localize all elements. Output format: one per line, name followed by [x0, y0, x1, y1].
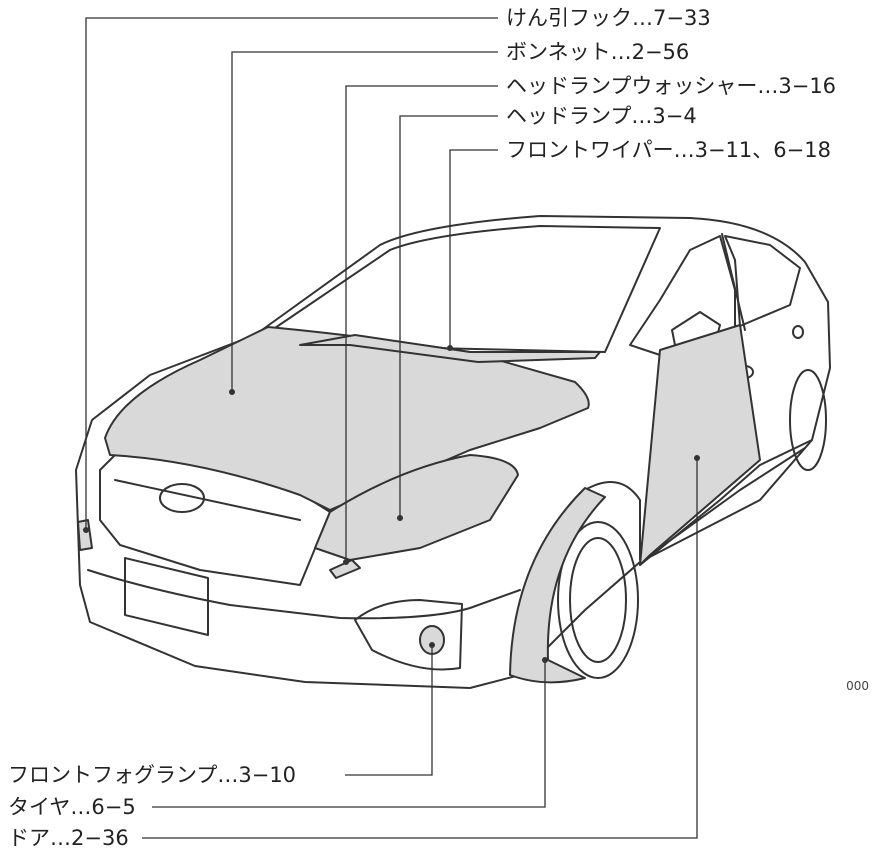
- side-window-rear: [724, 235, 801, 327]
- leader-headlamp-washer: [345, 85, 498, 562]
- windshield: [271, 225, 661, 353]
- car-body-outline: [75, 215, 831, 689]
- callout-tow-hook: けん引フック…7−33: [506, 6, 711, 30]
- towhook-shape: [77, 519, 93, 551]
- leader-tire: [152, 660, 546, 808]
- door-shape: [639, 324, 761, 566]
- wiper-shape: [299, 334, 601, 363]
- callout-headlamp-washer: ヘッドランプウォッシャー…3−16: [506, 74, 837, 98]
- leader-tow-hook: [85, 17, 498, 530]
- headlamp-shape: [314, 454, 519, 561]
- leader-headlamp: [399, 115, 498, 518]
- fog-lamp-housing: [354, 599, 463, 671]
- front-bumper: [87, 569, 521, 620]
- tire-shape: [509, 487, 606, 684]
- leader-door: [142, 458, 698, 839]
- figure-code: 000: [846, 679, 869, 693]
- leader-front-wiper: [449, 149, 498, 348]
- callout-tire: タイヤ…6−5: [8, 795, 136, 819]
- leader-fog-lamp: [345, 645, 433, 776]
- leader-bonnet: [231, 51, 498, 392]
- callout-front-wiper: フロントワイパー…3−11、6−18: [506, 138, 831, 162]
- emblem: [159, 483, 205, 513]
- callout-front-fog-lamp: フロントフォグランプ…3−10: [8, 763, 297, 787]
- front-wheel: [557, 521, 639, 679]
- rear-wheel: [789, 369, 827, 471]
- callout-headlamp: ヘッドランプ…3−4: [506, 104, 697, 128]
- callout-door: ドア…2−36: [8, 826, 129, 850]
- license-plate: [124, 557, 209, 636]
- callout-bonnet: ボンネット…2−56: [506, 40, 690, 64]
